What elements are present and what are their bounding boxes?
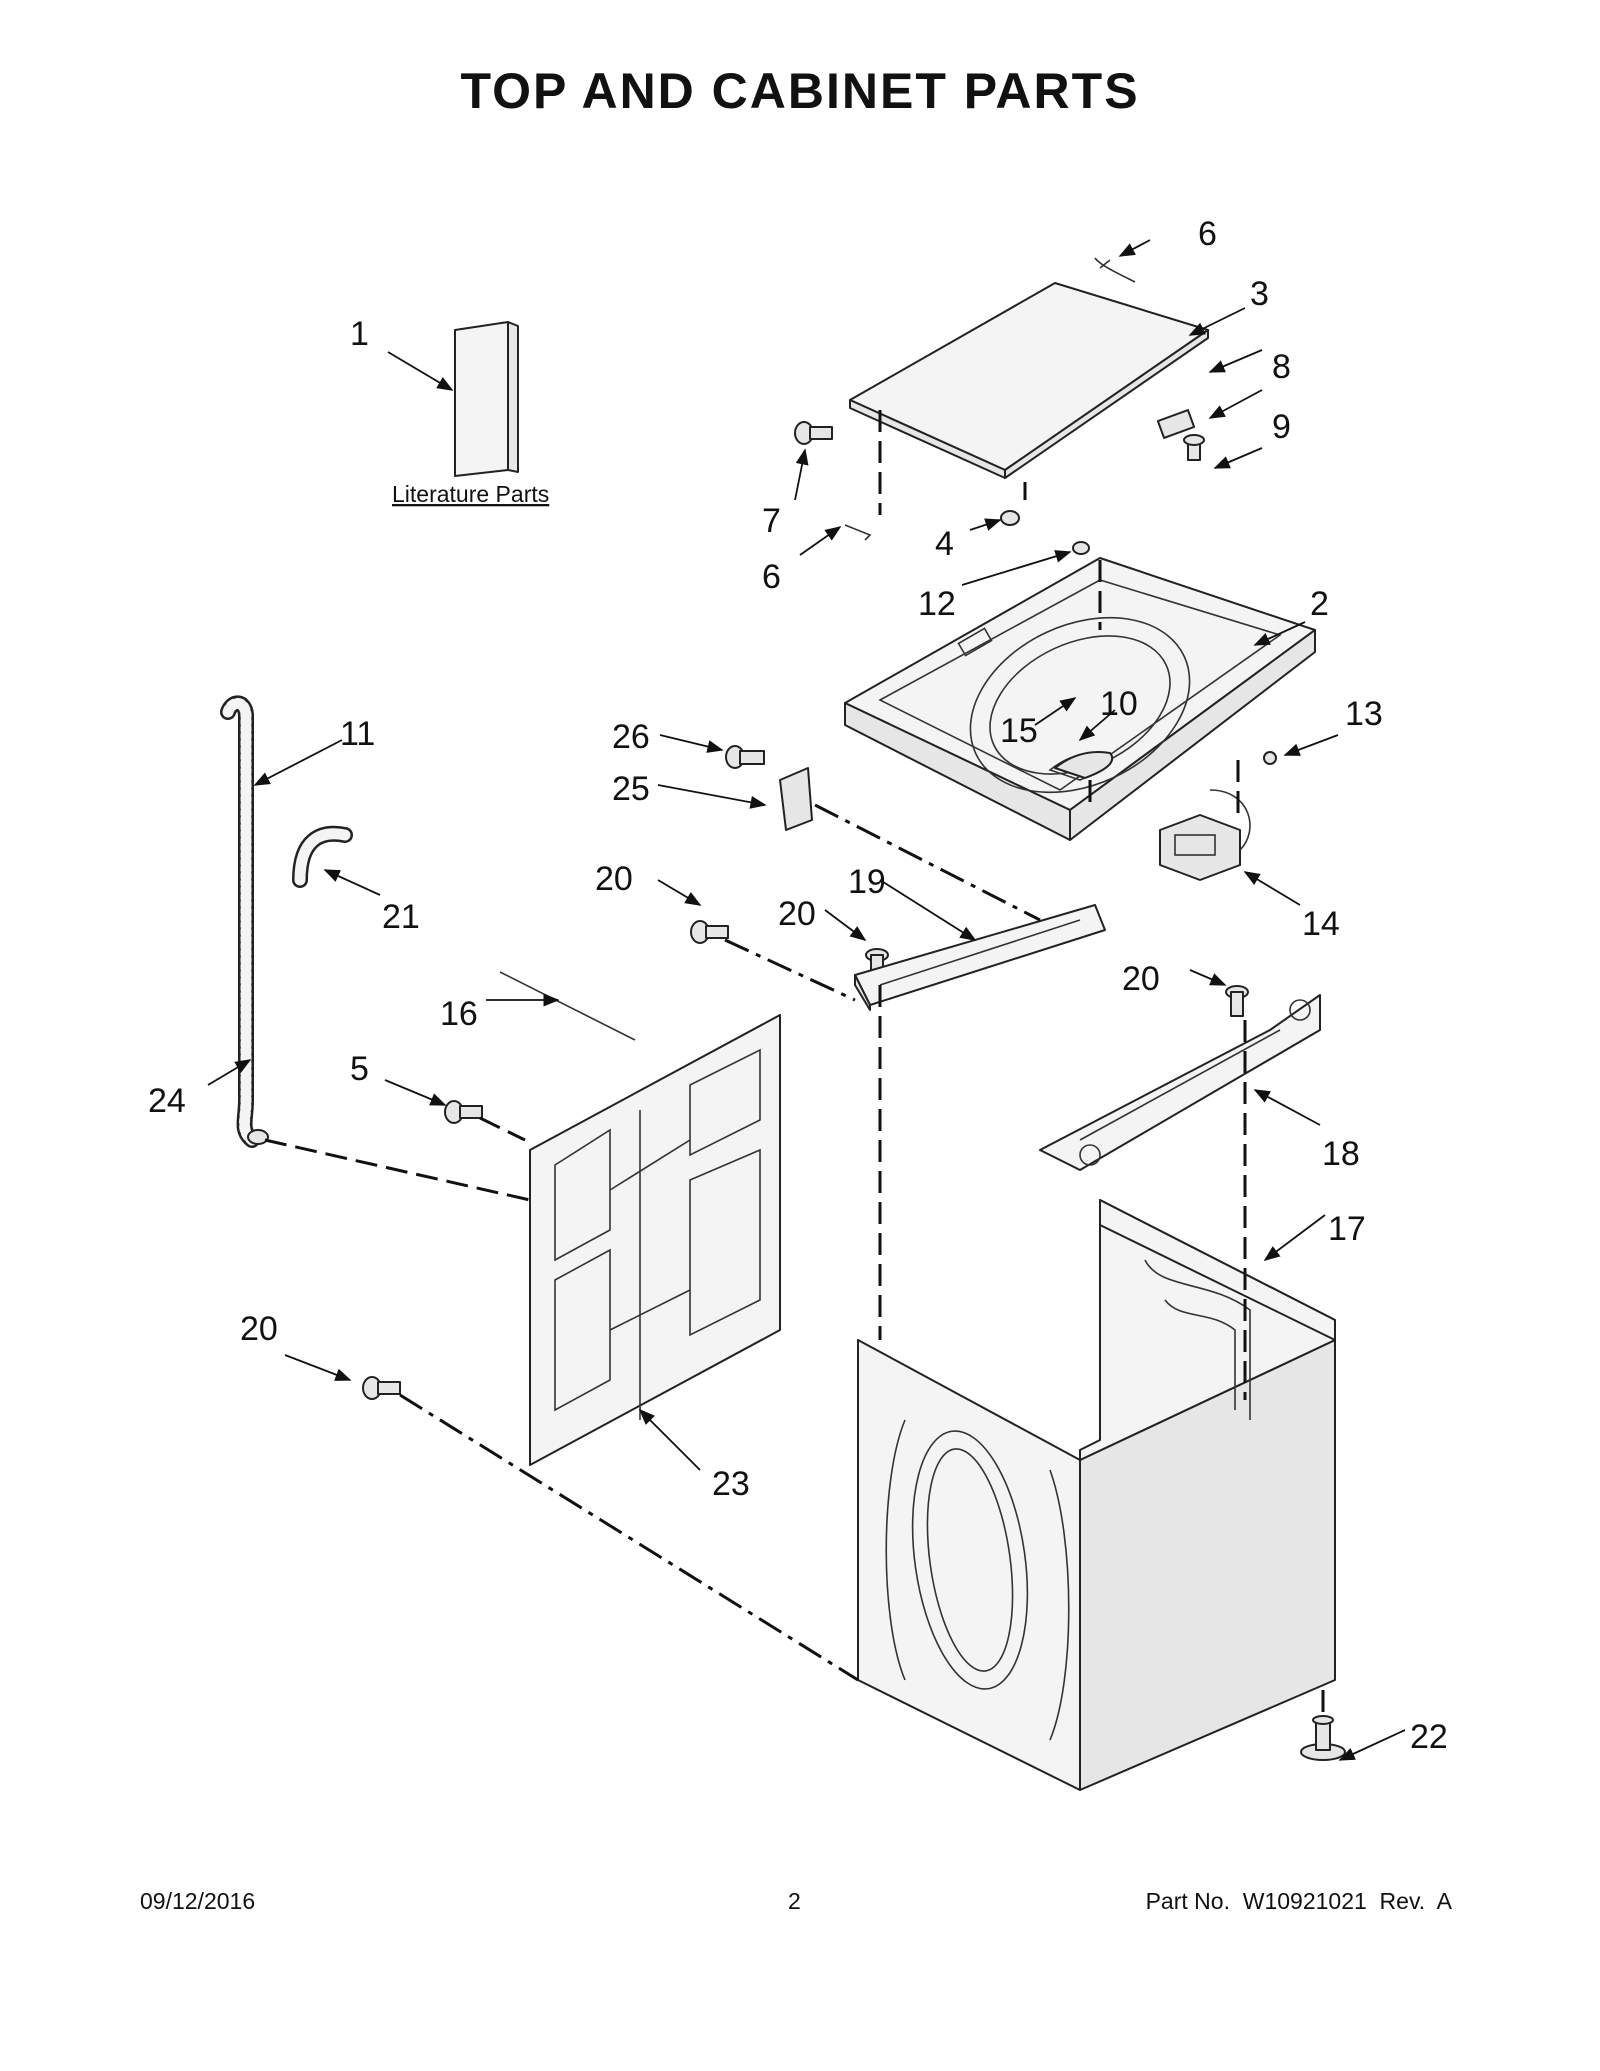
- callout-15: 15: [1000, 712, 1038, 750]
- bracket-25: [779, 767, 813, 831]
- callout-4: 4: [935, 525, 954, 563]
- callout-20a: 20: [595, 860, 633, 898]
- top-panel: [844, 557, 1316, 841]
- screw-20a: [690, 920, 729, 944]
- rear-panel-23: [529, 1014, 781, 1466]
- callout-26: 26: [612, 718, 650, 756]
- callout-7: 7: [762, 502, 781, 540]
- screw-5: [444, 1100, 483, 1124]
- callout-19: 19: [848, 863, 886, 901]
- page-title: TOP AND CABINET PARTS: [460, 63, 1140, 119]
- callout-14: 14: [1302, 905, 1340, 943]
- callout-20d: 20: [240, 1310, 278, 1348]
- hose-clamp-24: [247, 1129, 269, 1145]
- callout-25: 25: [612, 770, 650, 808]
- screw-26: [725, 745, 765, 769]
- dispenser-10: [1054, 751, 1114, 779]
- callout-13: 13: [1345, 695, 1383, 733]
- callout-6-top: 6: [1198, 215, 1217, 253]
- wire-tie-16: [499, 971, 636, 1041]
- screw-12: [1072, 541, 1090, 555]
- hinge-top: [1094, 257, 1136, 283]
- lid-strike: [1156, 409, 1196, 439]
- callout-11: 11: [340, 715, 375, 753]
- callout-16: 16: [440, 995, 478, 1033]
- callout-5: 5: [350, 1050, 369, 1088]
- callout-23: 23: [712, 1465, 750, 1503]
- literature-parts-label: Literature Parts: [392, 481, 549, 507]
- leader-1: [387, 351, 454, 391]
- callout-17: 17: [1328, 1210, 1366, 1248]
- leveling-foot-22: [1300, 1715, 1346, 1761]
- callout-20b: 20: [778, 895, 816, 933]
- callout-22: 22: [1410, 1718, 1448, 1756]
- drain-hose: [220, 695, 260, 1148]
- callout-12: 12: [918, 585, 956, 623]
- hinge-lower: [844, 524, 872, 541]
- footer-page-number: 2: [788, 1888, 801, 1914]
- callout-9: 9: [1272, 408, 1291, 446]
- footer-date: 09/12/2016: [140, 1888, 256, 1914]
- cabinet-rail-18: [1039, 994, 1321, 1171]
- footer-part-number: Part No. W10921021 Rev. A: [1145, 1888, 1452, 1914]
- bumper-4: [1000, 510, 1020, 526]
- screw-7: [794, 421, 833, 445]
- callout-6-lower: 6: [762, 558, 781, 596]
- callout-1: 1: [350, 315, 369, 353]
- washer-lid: [849, 282, 1209, 479]
- callout-18: 18: [1322, 1135, 1360, 1173]
- screw-20d: [362, 1376, 401, 1400]
- lid-switch-14: [1159, 789, 1251, 881]
- callout-24: 24: [148, 1082, 186, 1120]
- screw-20c: [1225, 985, 1249, 1017]
- screw-9: [1183, 434, 1205, 461]
- callout-21: 21: [382, 898, 420, 936]
- callout-10: 10: [1100, 685, 1138, 723]
- clip-13: [1263, 751, 1277, 765]
- callout-20c: 20: [1122, 960, 1160, 998]
- screw-20b: [865, 948, 889, 980]
- literature-booklet: [454, 321, 519, 477]
- callout-2: 2: [1310, 585, 1329, 623]
- callout-3: 3: [1250, 275, 1269, 313]
- cabinet-rail-19: [854, 904, 1106, 1011]
- hose-guide-21: [292, 825, 353, 888]
- callout-8: 8: [1272, 348, 1291, 386]
- cabinet-17: [857, 1199, 1336, 1791]
